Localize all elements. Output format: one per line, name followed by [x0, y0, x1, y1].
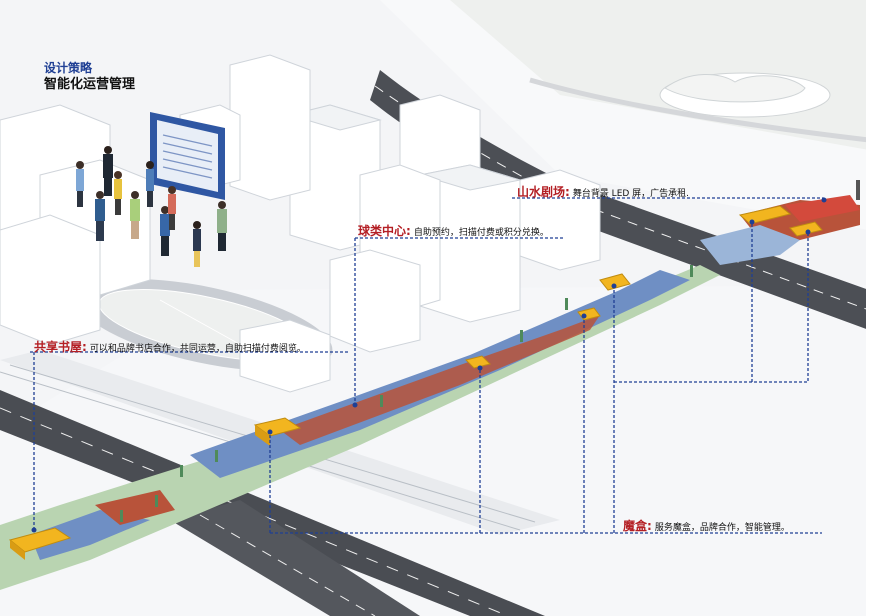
park-road	[529, 77, 869, 143]
section-label: 设计策略	[44, 61, 93, 75]
leader-lines	[30, 197, 825, 534]
callout-title: 共享书屋:	[34, 340, 87, 354]
cross-road	[170, 500, 420, 616]
callout-description: 服务魔盒，品牌合作，智能管理。	[654, 523, 790, 533]
callout-description: 舞台背景 LED 屏，广告承租.	[572, 189, 690, 199]
context-buildings	[0, 54, 601, 393]
theater-mast	[856, 180, 860, 200]
deck-red-path	[280, 315, 600, 445]
callout-description: 自助预约，扫描付费或积分兑换。	[413, 228, 549, 238]
page-title: 智能化运营管理	[44, 77, 136, 92]
callout-magic-box: 魔盒: 服务魔盒，品牌合作，智能管理。	[623, 517, 790, 534]
callout-shared-bookhouse: 共享书屋: 可以和品牌书店合作，共同运营，自助扫描付费阅览。	[34, 338, 306, 355]
theater-roof	[785, 195, 860, 222]
leader-dots	[31, 197, 827, 533]
callout-landscape-theater: 山水剧场: 舞台背景 LED 屏，广告承租.	[517, 183, 689, 200]
cross-road-lane	[199, 514, 376, 616]
upper-highway	[370, 70, 869, 330]
lower-highway	[0, 390, 545, 616]
frame-edge	[866, 0, 869, 616]
callout-title: 魔盒:	[623, 519, 652, 533]
callout-title: 球类中心:	[358, 224, 411, 238]
theater-seating	[700, 225, 800, 265]
trees	[120, 265, 693, 522]
field-line	[159, 299, 251, 351]
callout-ball-center: 球类中心: 自助预约，扫描付费或积分兑换。	[358, 222, 549, 239]
info-board-lines	[162, 134, 213, 179]
park-lawn	[664, 73, 806, 103]
callout-title: 山水剧场:	[517, 185, 570, 199]
callout-description: 可以和品牌书店合作，共同运营，自助扫描付费阅览。	[89, 344, 306, 354]
people-group	[76, 146, 227, 267]
